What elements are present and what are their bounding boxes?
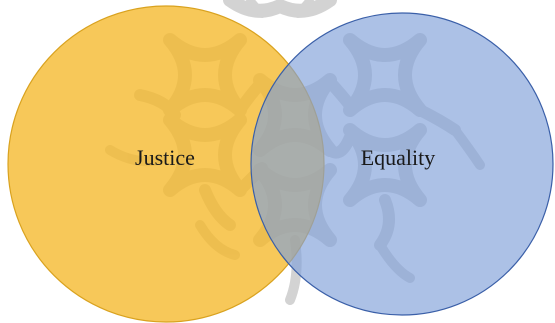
venn-label-equality: Equality <box>361 145 436 170</box>
venn-label-justice: Justice <box>135 145 195 170</box>
venn-circle-equality <box>250 12 554 316</box>
